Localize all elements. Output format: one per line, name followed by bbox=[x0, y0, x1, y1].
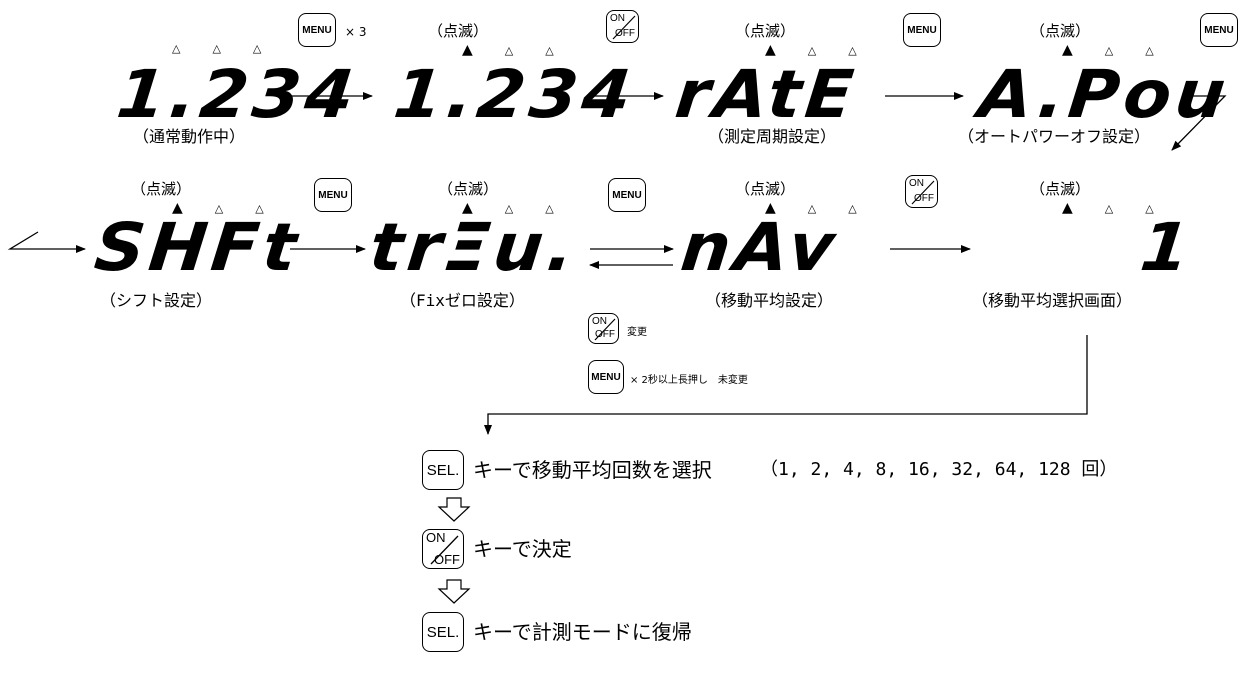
average-count-options: （1, 2, 4, 8, 16, 32, 64, 128 回） bbox=[760, 459, 1118, 480]
onoff-on-label: ON bbox=[610, 13, 625, 24]
onoff-off-label: OFF bbox=[434, 552, 460, 567]
onoff-off-label: OFF bbox=[914, 193, 934, 204]
caption-one: （移動平均選択画面） bbox=[972, 291, 1133, 310]
display-1234-blinking: 1.234 bbox=[390, 56, 639, 133]
display-nav: nAv bbox=[677, 209, 843, 286]
indicator-triangles-shft: ▲△△ bbox=[172, 200, 296, 216]
blink-label-apou: （点滅） bbox=[1030, 22, 1091, 40]
caption-shft: （シフト設定） bbox=[100, 291, 213, 310]
indicator-triangles-one: ▲△△ bbox=[1062, 200, 1186, 216]
arrow-to-steps bbox=[484, 335, 1088, 435]
step-select-text: キーで移動平均回数を選択 bbox=[473, 458, 712, 482]
arrow-wrap-right bbox=[1171, 95, 1227, 151]
indicator-triangles-nav: ▲△△ bbox=[765, 200, 889, 216]
arrow-wrap-left-line bbox=[7, 231, 86, 253]
onoff-key-2[interactable]: ON OFF bbox=[905, 175, 938, 208]
onoff-off-label: OFF bbox=[595, 329, 615, 340]
display-one: 1 bbox=[1136, 209, 1198, 286]
display-normal: 1.234 bbox=[113, 56, 362, 133]
display-trzu: trΞu. bbox=[366, 209, 582, 286]
onoff-on-label: ON bbox=[909, 178, 924, 189]
caption-normal: （通常動作中） bbox=[133, 127, 246, 146]
indicator-triangles-trzu: ▲△△ bbox=[462, 200, 586, 216]
display-apou: A.Pou bbox=[975, 56, 1234, 133]
blink-label-trzu: （点滅） bbox=[438, 180, 499, 198]
slash-icon bbox=[911, 180, 935, 205]
menu-key-3[interactable]: MENU bbox=[1200, 13, 1238, 47]
legend-onoff-key: ON OFF bbox=[588, 313, 619, 344]
caption-nav: （移動平均設定） bbox=[705, 291, 834, 310]
slash-icon bbox=[612, 15, 636, 40]
blink-label-rate: （点滅） bbox=[735, 22, 796, 40]
blink-label-nav: （点滅） bbox=[735, 180, 796, 198]
onoff-on-label: ON bbox=[592, 316, 607, 327]
display-shft: SHFt bbox=[91, 209, 305, 286]
onoff-off-label: OFF bbox=[615, 28, 635, 39]
multiplier-label: × 3 bbox=[345, 25, 367, 39]
slash-icon bbox=[430, 535, 459, 565]
blink-label-1234: （点滅） bbox=[428, 22, 489, 40]
step-return-text: キーで計測モードに復帰 bbox=[473, 620, 692, 644]
display-rate: rAtE bbox=[671, 56, 862, 133]
legend-menu-key: MENU bbox=[588, 360, 624, 394]
menu-key-4[interactable]: MENU bbox=[314, 178, 352, 212]
indicator-triangles-normal: △△△ bbox=[172, 42, 294, 55]
blink-label-one: （点滅） bbox=[1030, 180, 1091, 198]
onoff-on-label: ON bbox=[426, 530, 446, 545]
caption-rate: （測定周期設定） bbox=[708, 127, 837, 146]
sel-key-2[interactable]: SEL. bbox=[422, 612, 464, 652]
legend-change-label: 変更 bbox=[627, 327, 647, 338]
caption-apou: （オートパワーオフ設定） bbox=[958, 127, 1151, 146]
indicator-triangles-apou: ▲△△ bbox=[1062, 42, 1186, 58]
indicator-triangles-rate: ▲△△ bbox=[765, 42, 889, 58]
hollow-down-arrow-2 bbox=[437, 579, 471, 604]
menu-key-5[interactable]: MENU bbox=[608, 178, 646, 212]
onoff-key-1[interactable]: ON OFF bbox=[606, 10, 639, 43]
step-confirm-text: キーで決定 bbox=[473, 537, 572, 561]
onoff-key-3[interactable]: ON OFF bbox=[422, 529, 464, 569]
legend-hold-label: × 2秒以上長押し 未変更 bbox=[630, 375, 748, 386]
hollow-down-arrow-1 bbox=[437, 497, 471, 522]
slash-icon bbox=[594, 318, 616, 341]
menu-key-2[interactable]: MENU bbox=[903, 13, 941, 47]
caption-trzu: （Fixゼロ設定） bbox=[400, 291, 525, 310]
menu-key-1[interactable]: MENU bbox=[298, 13, 336, 47]
indicator-triangles-1234: ▲△△ bbox=[462, 42, 586, 58]
blink-label-shft: （点滅） bbox=[131, 180, 192, 198]
sel-key-1[interactable]: SEL. bbox=[422, 450, 464, 490]
